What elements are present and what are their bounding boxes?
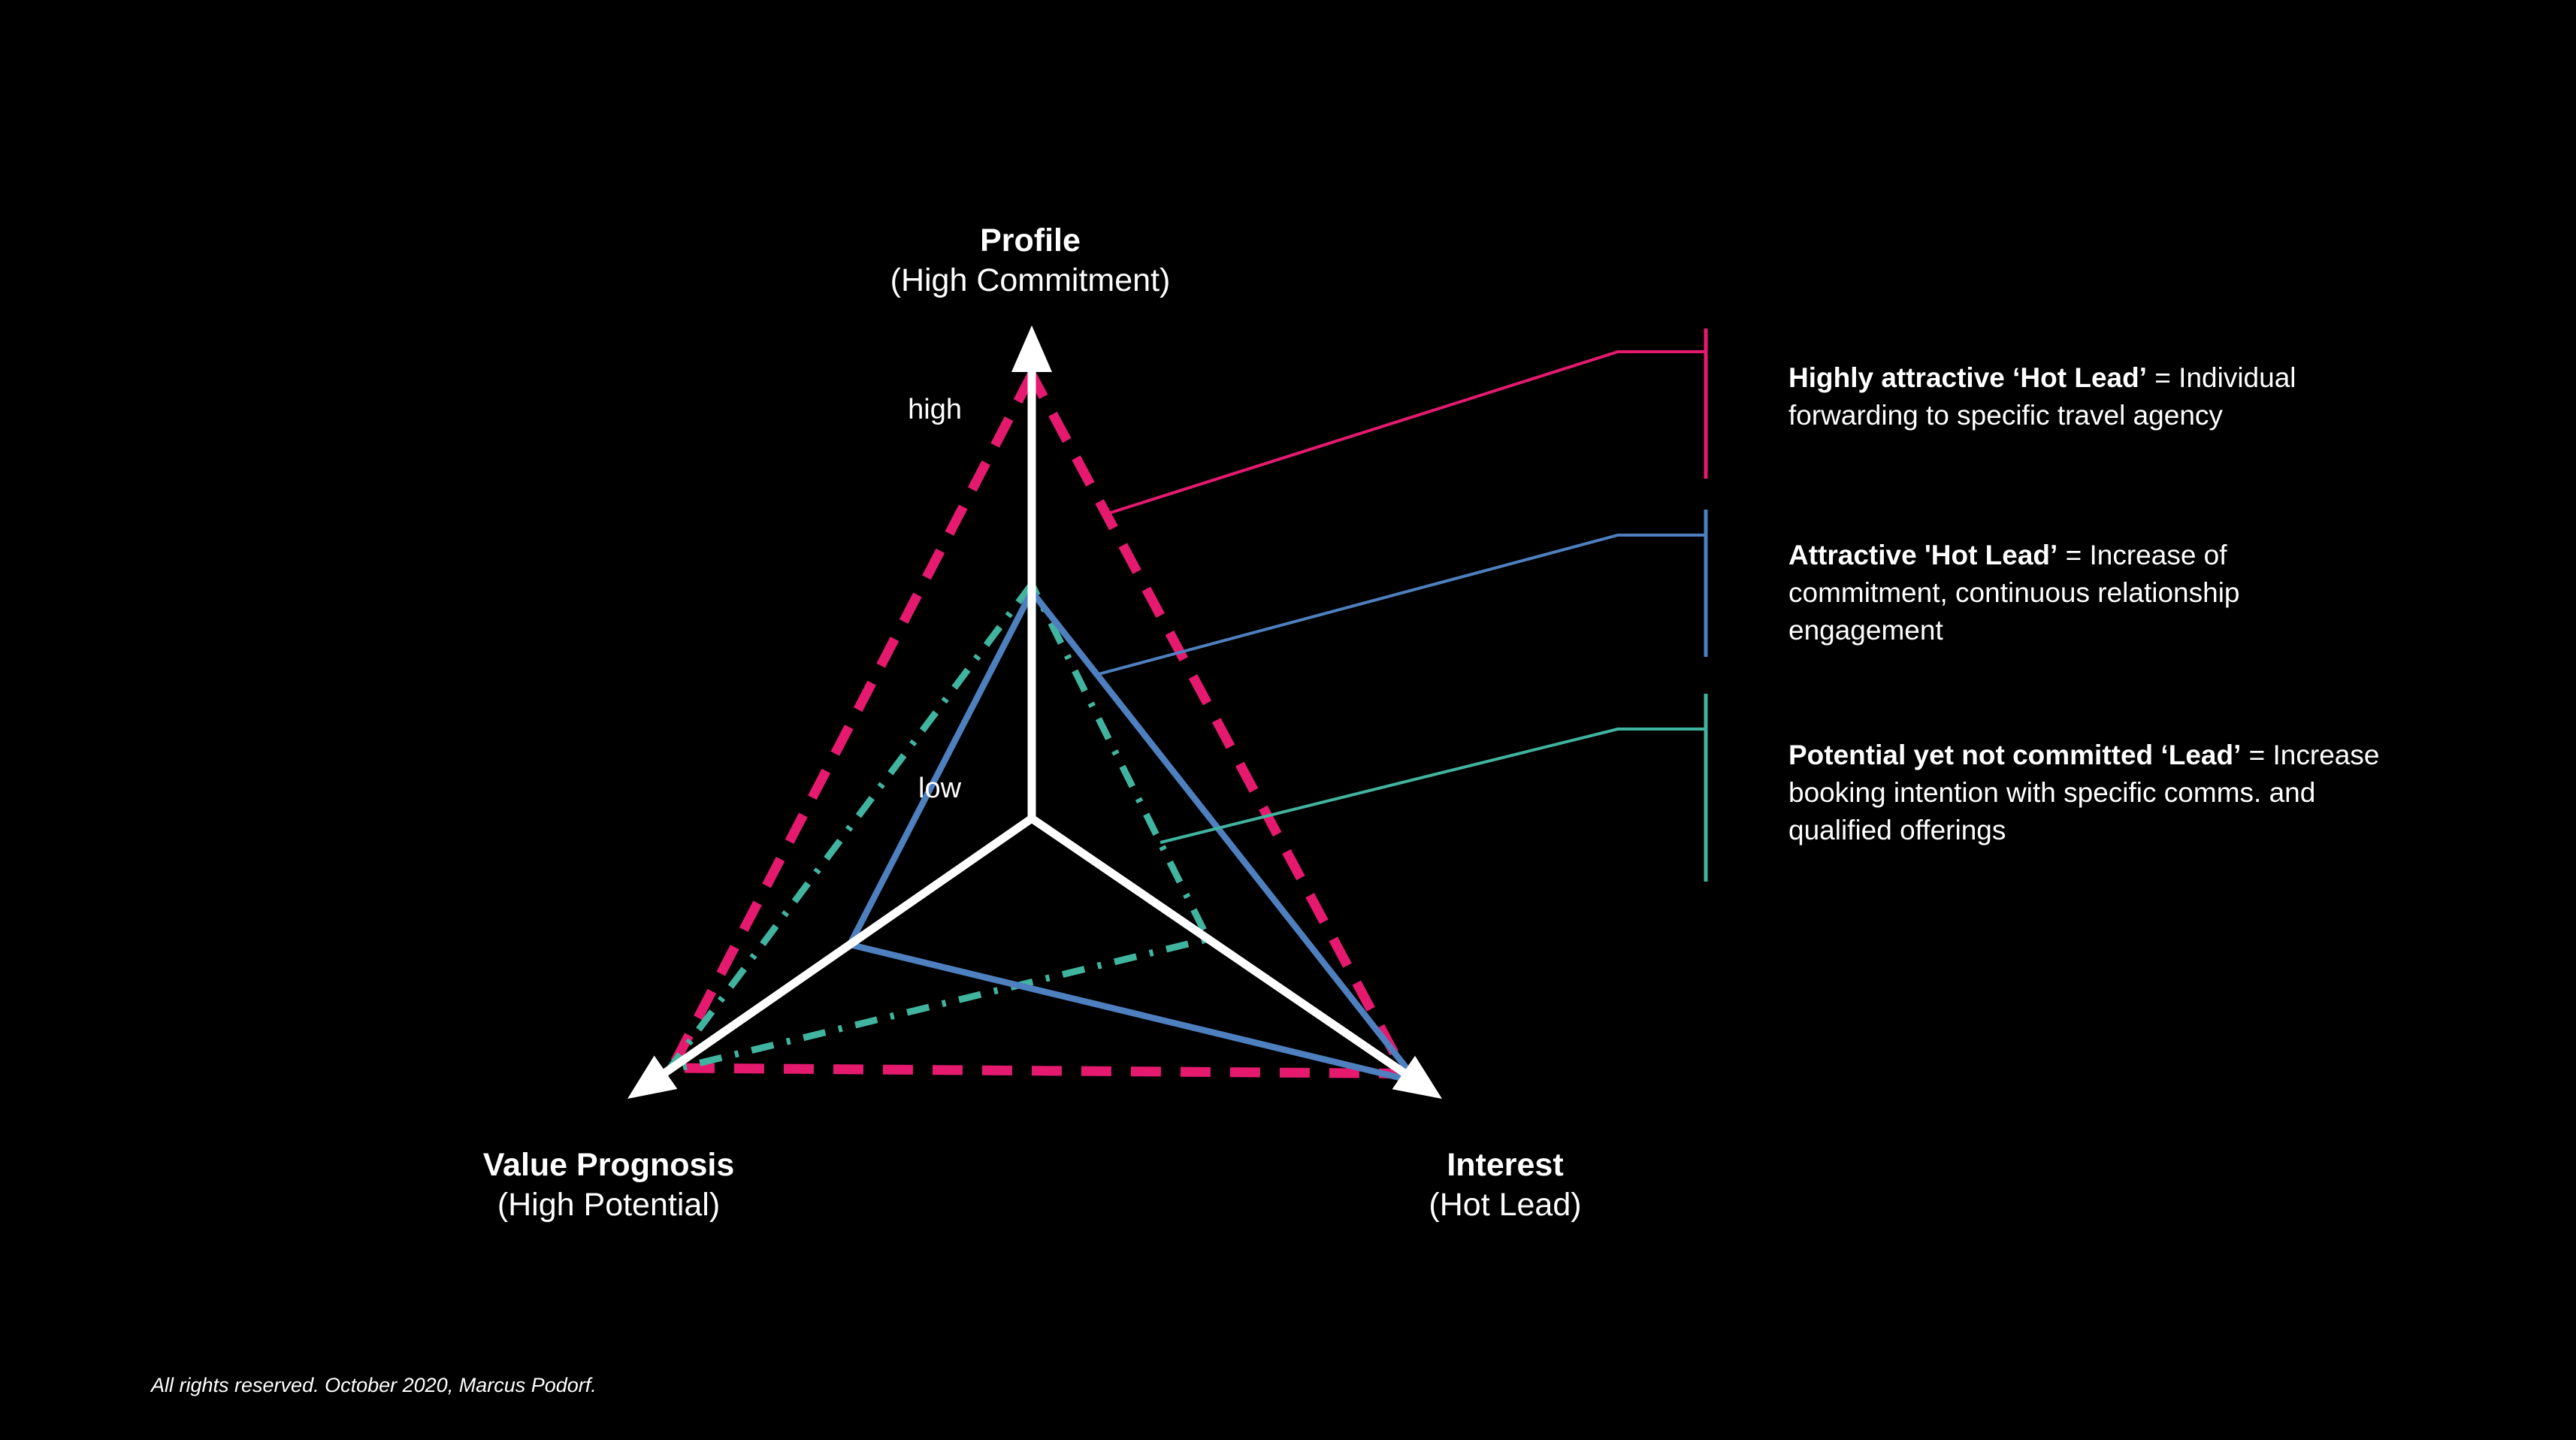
- series-potential-lead-triangle: [659, 577, 1214, 1077]
- series-attractive-hot-lead-triangle: [845, 585, 1426, 1088]
- legend-item-potential-lead: Potential yet not committed ‘Lead’ = Inc…: [1788, 737, 2495, 849]
- axis-subtitle-interest: (Hot Lead): [1429, 1187, 1582, 1224]
- legend-definition: = Increase booking intention with specif…: [1788, 740, 2380, 846]
- callout-line-series-highly-attractive-hot-lead: [1105, 350, 1706, 516]
- axis-subtitle-value-prognosis: (High Potential): [497, 1187, 721, 1224]
- scale-label-low: low: [918, 773, 962, 804]
- copyright-note: All rights reserved. October 2020, Marcu…: [151, 1374, 597, 1396]
- legend-term: Attractive 'Hot Lead’: [1788, 540, 2058, 570]
- axis-arrowhead-interest: [1392, 1055, 1442, 1099]
- axis-line-interest: [1026, 812, 1413, 1082]
- series-highly-attractive-hot-lead-triangle: [664, 364, 1413, 1078]
- axis-subtitle-profile: (High Commitment): [890, 262, 1171, 299]
- axis-title-value-prognosis: Value Prognosis: [482, 1147, 735, 1183]
- axis-label-interest: Interest (Hot Lead): [1280, 1145, 1731, 1226]
- legend-definition: = Individual forwarding to specific trav…: [1788, 362, 2296, 431]
- legend-term: Potential yet not committed ‘Lead’: [1788, 740, 2242, 770]
- callout-line-series-attractive-hot-lead: [1095, 534, 1706, 676]
- axis-title-profile: Profile: [980, 222, 1081, 259]
- scale-label-high: high: [908, 394, 962, 425]
- legend-item-highly-attractive-hot-lead: Highly attractive ‘Hot Lead’ = Individua…: [1788, 359, 2495, 434]
- axis-label-profile: Profile (High Commitment): [730, 221, 1331, 301]
- axis-line-value-prognosis: [656, 812, 1038, 1081]
- axis-arrowhead-profile: [1011, 325, 1052, 372]
- axis-label-value-prognosis: Value Prognosis (High Potential): [383, 1145, 834, 1226]
- legend-term: Highly attractive ‘Hot Lead’: [1788, 362, 2147, 393]
- axis-arrowhead-value-prognosis: [627, 1055, 678, 1099]
- legend-definition: = Increase of commitment, continuous rel…: [1788, 540, 2240, 646]
- axis-title-interest: Interest: [1447, 1147, 1564, 1183]
- callout-line-series-potential-lead: [1160, 728, 1706, 844]
- legend-item-attractive-hot-lead: Attractive 'Hot Lead’ = Increase of comm…: [1788, 537, 2495, 649]
